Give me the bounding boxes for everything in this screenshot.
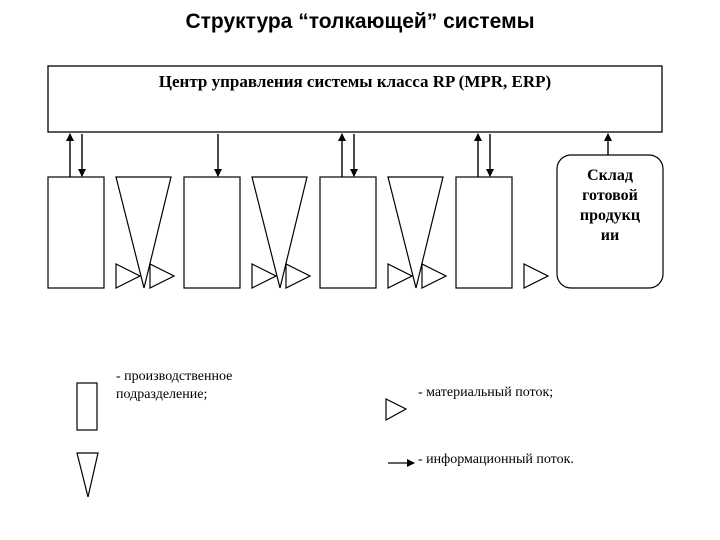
- legend-production-unit-icon: [76, 382, 98, 431]
- material-flow-icon: [387, 263, 414, 289]
- material-flow-icon: [251, 263, 278, 289]
- legend-material-flow-label: - материальный поток;: [418, 385, 554, 400]
- stock-triangle-3: [387, 176, 444, 289]
- legend-production-unit-label: - производственное подразделение;: [116, 369, 233, 402]
- warehouse-label: Склад готовой продукц ии: [558, 166, 662, 246]
- material-flow-icon: [285, 263, 312, 289]
- material-flow-icon: [421, 263, 448, 289]
- stock-triangle-2: [251, 176, 308, 289]
- control-center-box: [47, 65, 663, 133]
- production-unit-1: [47, 176, 105, 289]
- control-center-label: Центр управления системы класса RP (MPR,…: [158, 72, 552, 91]
- information-flows: [66, 133, 612, 177]
- production-unit-3: [319, 176, 377, 289]
- legend-stock-icon: [76, 452, 99, 498]
- material-flow-icon: [115, 263, 142, 289]
- production-unit-2: [183, 176, 241, 289]
- legend-information-flow-label: - информационный поток.: [418, 452, 574, 467]
- finished-goods-warehouse: [556, 154, 664, 289]
- legend-material-flow-icon: [385, 398, 408, 422]
- warehouse-label-line: Склад: [587, 167, 633, 184]
- warehouse-label-line: продукц: [579, 207, 641, 224]
- material-flow-icon: [149, 263, 176, 289]
- warehouse-label-line: ии: [600, 227, 620, 244]
- slide-title: Структура “толкающей” системы: [185, 10, 535, 33]
- production-unit-4: [455, 176, 513, 289]
- stock-triangle-1: [115, 176, 172, 289]
- warehouse-label-line: готовой: [582, 187, 638, 204]
- material-flow-icon: [523, 263, 550, 289]
